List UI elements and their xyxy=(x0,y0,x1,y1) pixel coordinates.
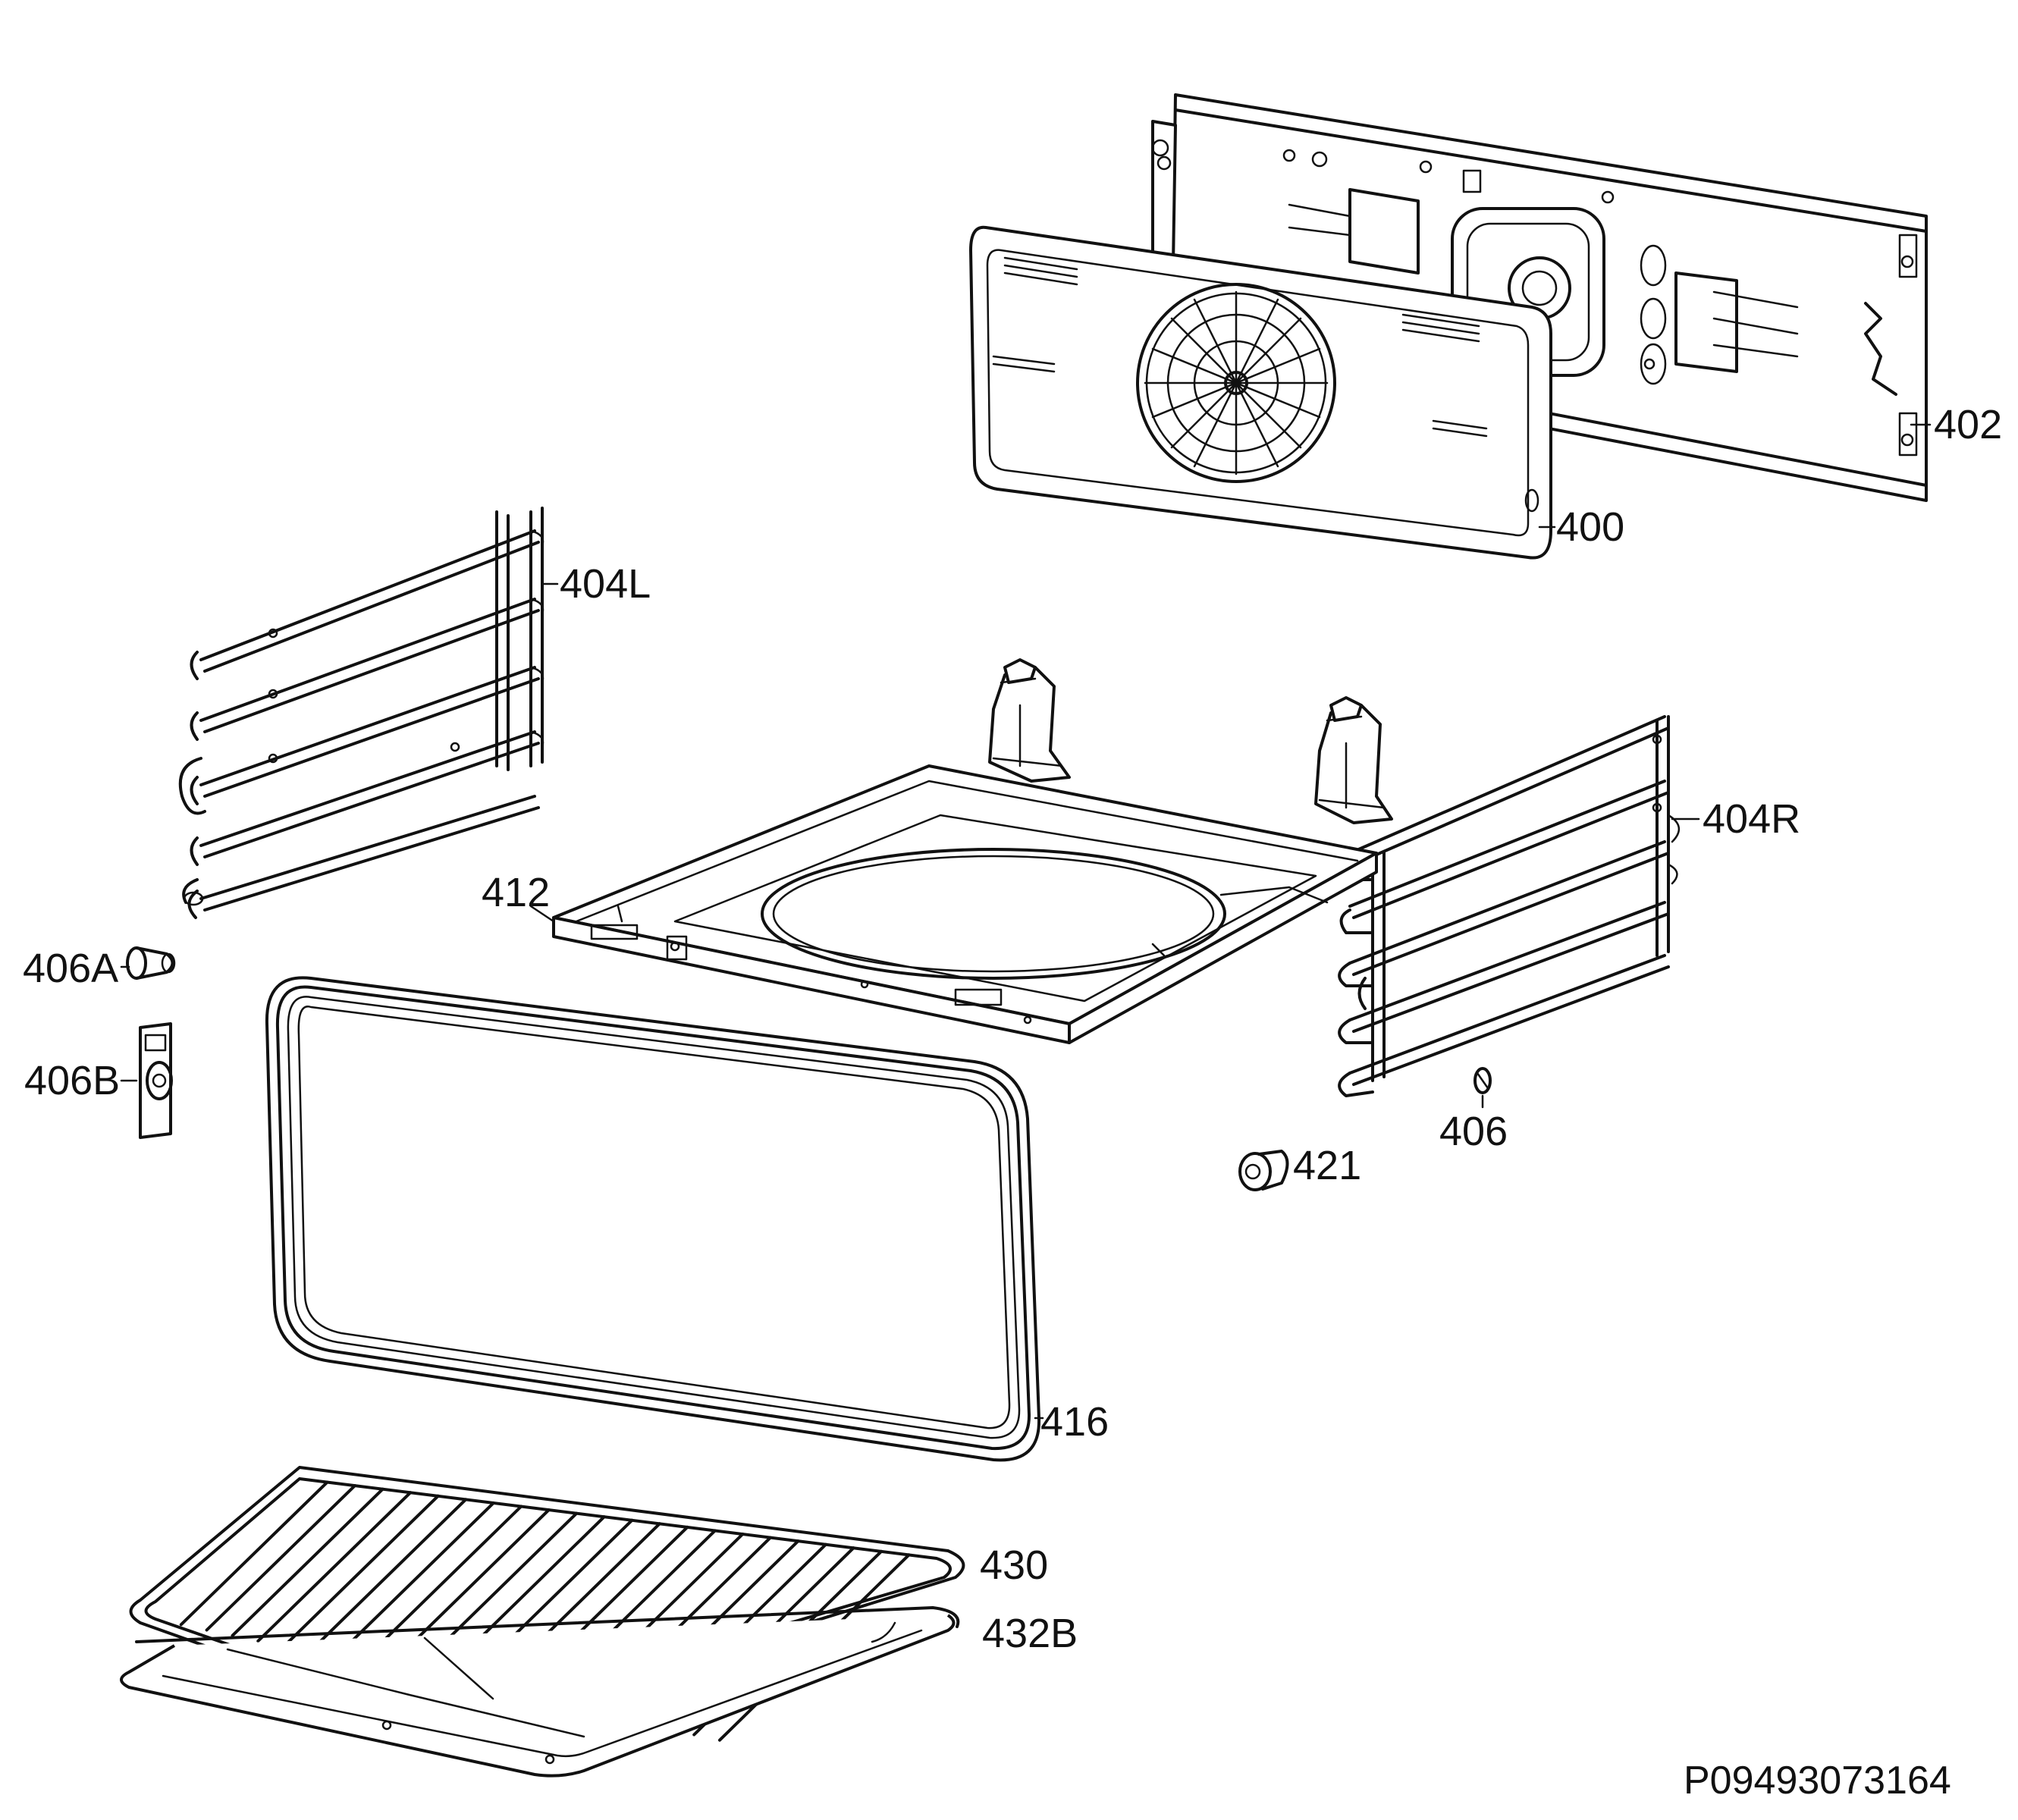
drawing-code: P09493073164 xyxy=(1684,1759,1951,1803)
label-402: 402 xyxy=(1934,402,2002,447)
label-400: 400 xyxy=(1556,504,1624,550)
rack-bar xyxy=(179,1480,329,1627)
label-421: 421 xyxy=(1293,1143,1361,1188)
rack-bar xyxy=(359,1505,523,1665)
part-412-floor-frame xyxy=(552,658,1393,1044)
label-432B: 432B xyxy=(982,1611,1078,1656)
label-412: 412 xyxy=(482,870,550,915)
part-432B-baking-tray xyxy=(120,1606,960,1778)
part-404L-left-rack-support xyxy=(178,507,545,919)
part-400-fan-cover xyxy=(969,225,1552,560)
label-406A: 406A xyxy=(23,946,118,991)
rack-bar xyxy=(307,1498,468,1654)
part-421-lamp-holder xyxy=(1238,1150,1289,1191)
part-406B-bracket xyxy=(139,1022,173,1139)
part-404R-right-rack-support xyxy=(1338,715,1680,1097)
rack-bar xyxy=(231,1487,384,1637)
label-406: 406 xyxy=(1439,1109,1508,1154)
part-406A-plug xyxy=(126,946,176,980)
label-404R: 404R xyxy=(1703,796,1800,842)
leader-lines xyxy=(120,423,1932,1420)
part-416-door-gasket xyxy=(265,976,1041,1462)
rack-bar xyxy=(256,1491,413,1643)
rack-bar xyxy=(205,1484,356,1632)
label-406B: 406B xyxy=(24,1058,120,1103)
rack-bar xyxy=(282,1494,440,1649)
part-406-fastener xyxy=(1473,1067,1492,1094)
label-404L: 404L xyxy=(560,561,651,607)
label-430: 430 xyxy=(980,1542,1048,1588)
label-416: 416 xyxy=(1040,1399,1109,1445)
